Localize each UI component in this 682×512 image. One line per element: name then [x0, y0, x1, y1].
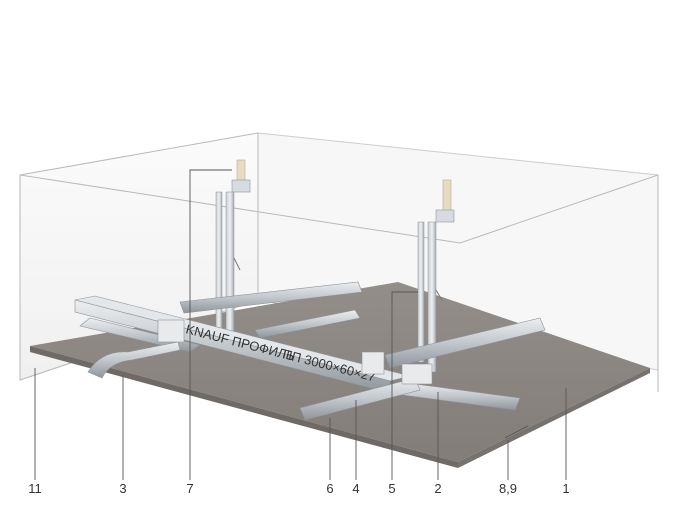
hanger-left	[215, 159, 251, 343]
callout-4: 4	[352, 481, 359, 496]
bearing-profile-back	[179, 281, 363, 314]
connector-right	[401, 363, 433, 385]
callout-8-9: 8,9	[499, 481, 517, 496]
callout-2: 2	[434, 481, 441, 496]
hanger-bracket-top	[231, 179, 251, 193]
leader-5	[391, 291, 418, 480]
connectors	[157, 319, 433, 385]
callout-1: 1	[562, 481, 569, 496]
ceiling-anchor	[442, 179, 452, 213]
callout-7: 7	[186, 481, 193, 496]
callout-6: 6	[326, 481, 333, 496]
cross-profile-mid	[254, 309, 361, 339]
connector-center	[361, 351, 385, 375]
callout-5: 5	[388, 481, 395, 496]
board-edge-right	[458, 368, 650, 468]
hanger-spring	[233, 257, 241, 271]
connector-left	[157, 319, 185, 343]
ceiling-anchor	[236, 159, 246, 183]
board-joint	[504, 425, 529, 439]
callout-11: 11	[28, 481, 42, 496]
hanger-right	[417, 179, 455, 373]
hanger-bracket-top	[435, 209, 455, 223]
hanger-rod	[417, 221, 425, 363]
hanger-spring	[435, 289, 443, 301]
hanger-strap	[225, 191, 235, 343]
hanger-rod	[215, 191, 223, 333]
board-edge-front	[30, 346, 458, 468]
callout-3: 3	[119, 481, 126, 496]
leader-7	[189, 169, 232, 480]
bearing-profiles	[179, 281, 546, 369]
bearing-profile-front	[384, 317, 546, 369]
wall-edge-profile	[87, 341, 181, 379]
lower-profile	[299, 377, 421, 421]
edge-profile-curve	[87, 341, 181, 379]
callout-labels: 11 3 7 6 4 5 2 8,9 1	[28, 481, 569, 496]
ceiling-line	[19, 174, 659, 244]
leader-lines	[34, 169, 567, 480]
